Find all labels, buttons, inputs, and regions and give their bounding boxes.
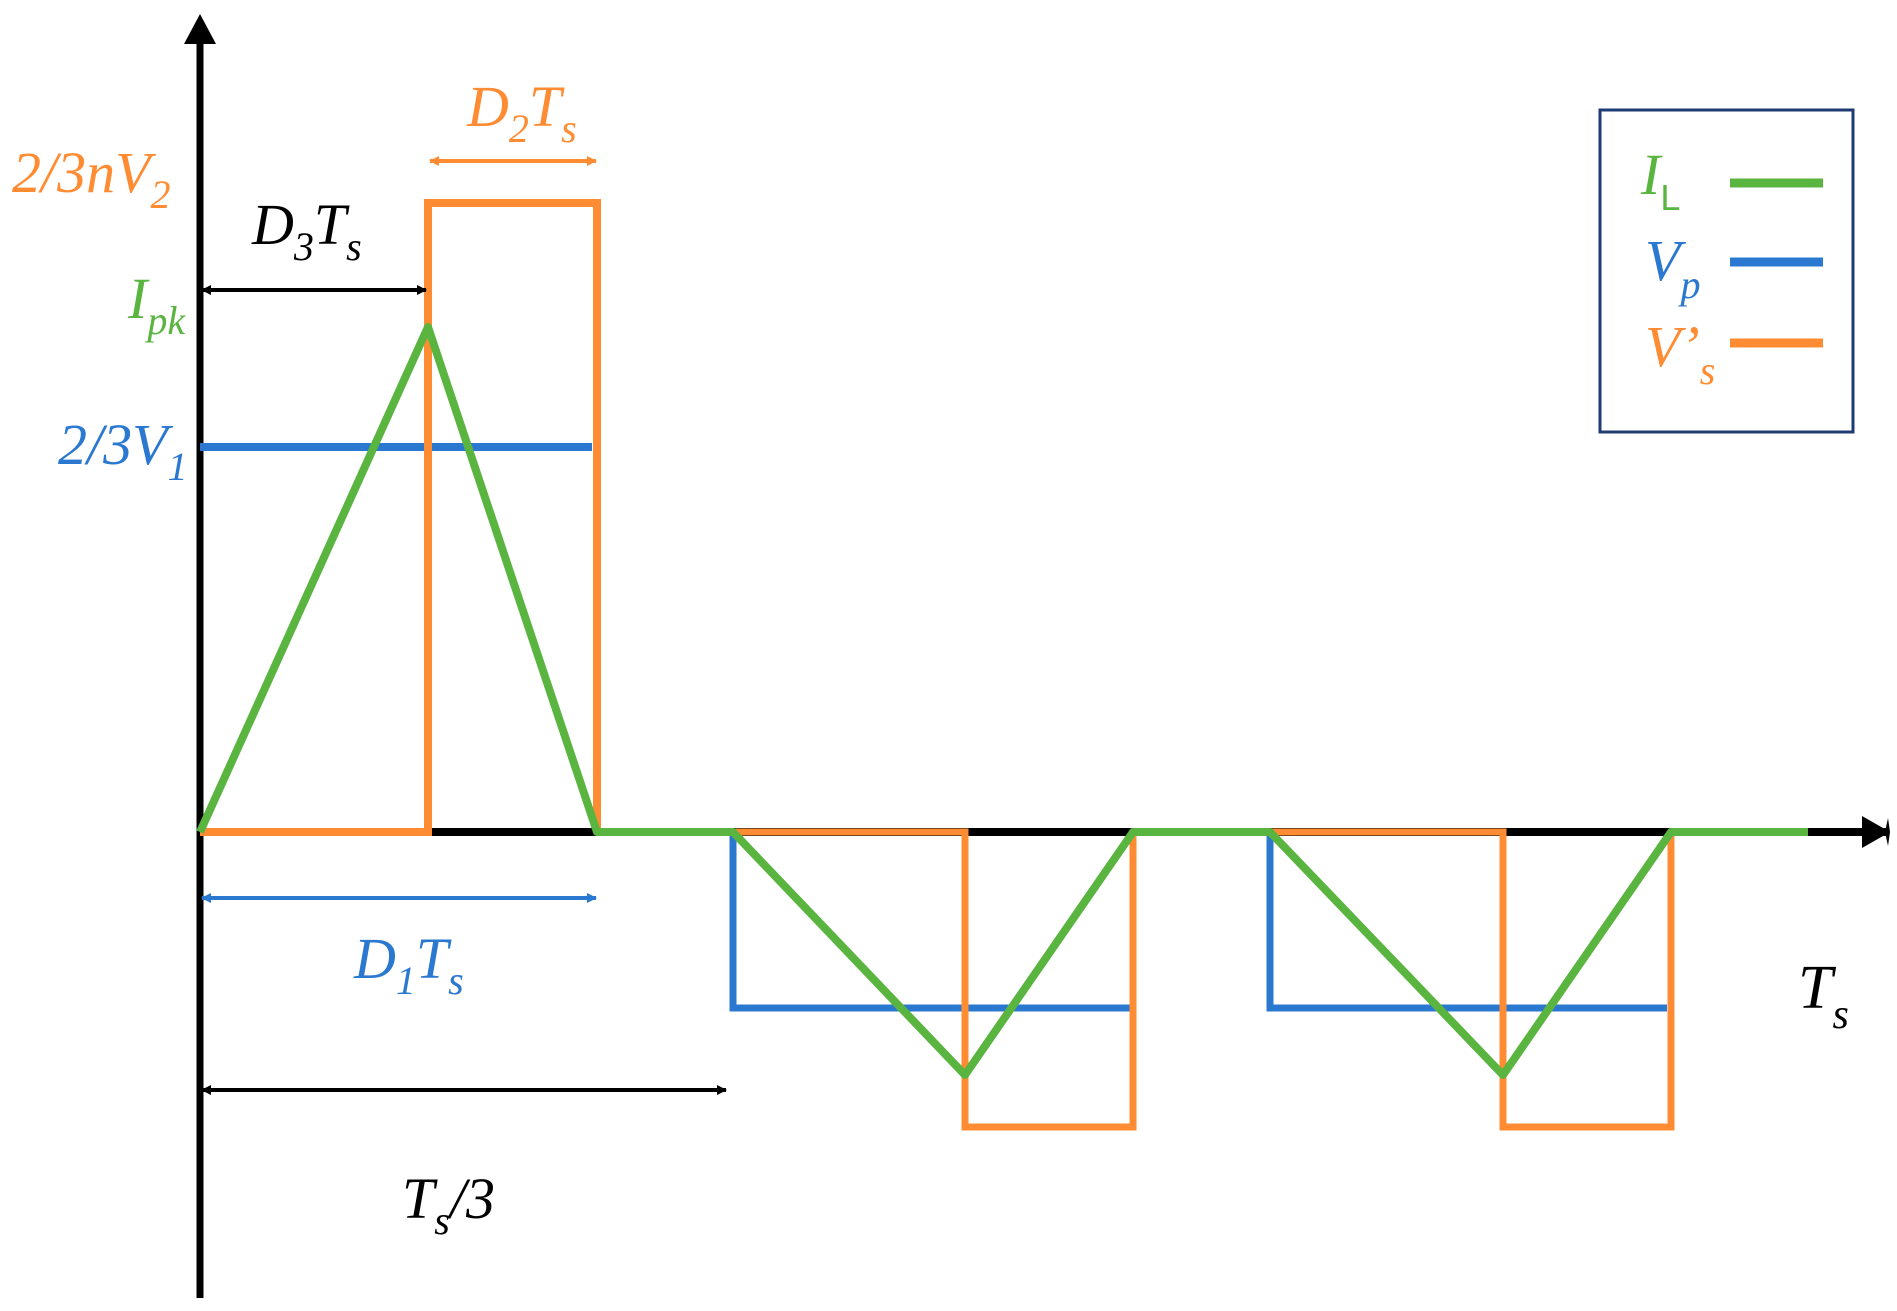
- d3ts-label: D3Ts: [251, 192, 362, 269]
- vs-waveform-3: [1270, 828, 1675, 1131]
- v1-level-label: 2/3V1: [58, 412, 188, 489]
- legend-box: [1598, 108, 1855, 434]
- v2-level-label: 2/3nV2: [12, 140, 171, 217]
- ipk-label: Ipk: [127, 266, 186, 343]
- il-waveform: [196, 323, 1808, 1079]
- vp-waveform-negative-1: [729, 832, 1130, 1012]
- x-axis-label: Ts: [1798, 954, 1849, 1038]
- d2ts-label: D2Ts: [466, 74, 577, 151]
- legend-il-label: IL: [1640, 142, 1680, 218]
- y-axis-arrow-tip: [184, 14, 216, 44]
- legend: IL Vp V’s: [1598, 108, 1855, 434]
- legend-vs-label: V’s: [1645, 314, 1715, 393]
- ts-third-label: Ts/3: [402, 1166, 495, 1243]
- vs-waveform-2: [733, 828, 1137, 1131]
- vs-waveform-1: [200, 199, 601, 836]
- x-axis-arrow-tip: [1862, 816, 1890, 848]
- vp-waveform-negative-2: [1266, 832, 1667, 1012]
- d1ts-label: D1Ts: [353, 926, 464, 1003]
- legend-vp-label: Vp: [1645, 228, 1700, 307]
